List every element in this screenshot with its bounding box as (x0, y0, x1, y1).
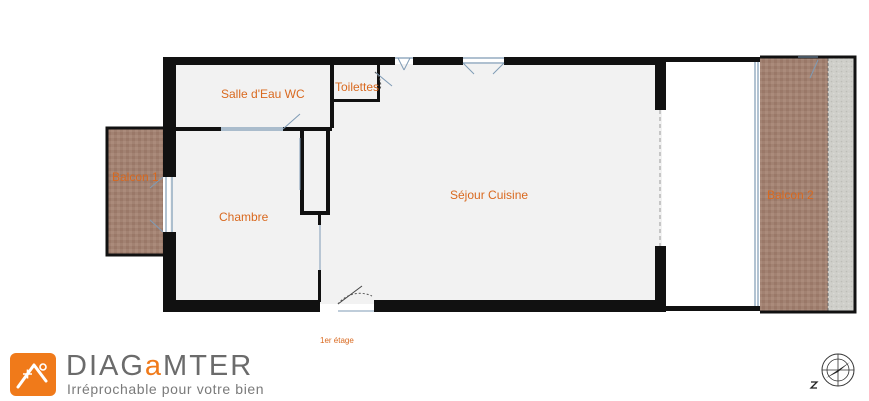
room-label-balcon-2: Balcon 2 (767, 188, 814, 202)
logo-brand-name: DIAGaMTER (66, 350, 254, 382)
room-label-balcon-1: Balcon 1 (112, 170, 159, 184)
logo-tagline: Irréprochable pour votre bien (67, 381, 265, 397)
diagamter-logo-icon (10, 353, 56, 396)
balcon-1-area (105, 126, 163, 257)
interior-floor (170, 64, 662, 304)
balcon-2-area (760, 55, 857, 314)
interior-walls (176, 64, 380, 302)
room-label-sejour-cuisine: Séjour Cuisine (450, 188, 528, 202)
diagamter-logo: DIAGaMTER Irréprochable pour votre bien (10, 350, 310, 398)
loggia-floor (662, 64, 760, 304)
room-label-toilettes: Toilettes (335, 80, 379, 94)
compass-north-icon (808, 350, 858, 392)
floor-label: 1er étage (320, 336, 354, 345)
door-swings (149, 56, 819, 312)
room-label-chambre: Chambre (219, 210, 269, 224)
room-label-salle-eau: Salle d'Eau WC (221, 87, 305, 101)
outer-walls (163, 57, 760, 312)
